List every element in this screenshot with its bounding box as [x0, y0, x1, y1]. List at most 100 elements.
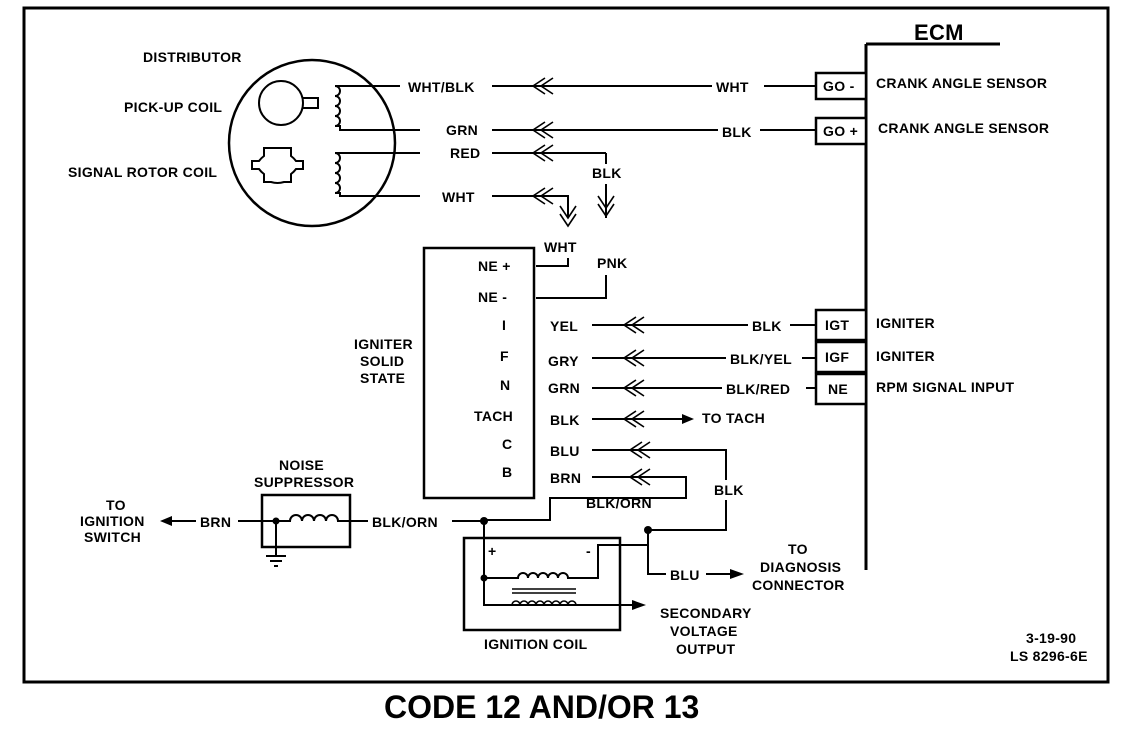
wire-label-pnk: PNK: [597, 255, 627, 271]
wire-wht-rotor: [492, 195, 569, 218]
pickup-tab: [303, 97, 319, 109]
label-bg: [722, 379, 806, 399]
ecm-pin-box-go-minus: [814, 71, 868, 101]
igniter-pin-ne-minus: NE -: [478, 289, 507, 305]
wire-label-brn: BRN: [550, 470, 581, 486]
to-ignition-2: IGNITION: [80, 513, 145, 529]
wire-label-igt-blk: BLK: [752, 318, 782, 334]
wire-label-red: RED: [450, 145, 480, 161]
ecm-pin-go-minus: GO -: [823, 78, 855, 94]
to-tach-label: TO TACH: [702, 410, 765, 426]
wire-label-yel: YEL: [550, 318, 578, 334]
connector-wht-down: [559, 205, 577, 228]
to-diagnosis-2: DIAGNOSIS: [760, 559, 841, 575]
ecm-pin-box-igt: [814, 308, 868, 342]
connector-ne: [622, 379, 645, 397]
connector-igf: [622, 349, 645, 367]
to-ignition-1: TO: [106, 497, 126, 513]
label-bg: [196, 512, 238, 530]
suppressor-coil: [262, 514, 350, 522]
wire-label-wht-blk: WHT/BLK: [408, 79, 475, 95]
to-ignition-3: SWITCH: [84, 529, 141, 545]
connector-tach: [622, 410, 645, 428]
ecm-pin-go-plus: GO +: [823, 123, 858, 139]
igniter-pin-c: C: [502, 436, 512, 452]
coil-secondary: [511, 600, 577, 606]
arrow-diag: [730, 569, 744, 579]
ecm-pin-box-igf: [814, 340, 868, 374]
ecm-desc-go-plus: CRANK ANGLE SENSOR: [878, 120, 1049, 136]
wire-label-blk-coil: BLK: [714, 482, 744, 498]
noise-suppressor-label-1: NOISE: [279, 457, 324, 473]
diagram-caption: CODE 12 AND/OR 13: [384, 689, 699, 725]
connector-blk-rotor: [597, 195, 615, 218]
wire-label-brn-switch: BRN: [200, 514, 231, 530]
connector-c: [628, 441, 651, 459]
wire-label-tach-blk: BLK: [550, 412, 580, 428]
igniter-pin-f: F: [500, 348, 509, 364]
igniter-label-2: SOLID: [360, 353, 404, 369]
distributor-leads: [335, 85, 420, 197]
secondary-label-3: OUTPUT: [676, 641, 735, 657]
coil-minus-label: -: [586, 543, 591, 559]
igniter-pin-b: B: [502, 464, 512, 480]
ref-code: LS 8296-6E: [1010, 648, 1088, 664]
ecm-desc-igt: IGNITER: [876, 315, 935, 331]
wire-label-blk-yel: BLK/YEL: [730, 351, 792, 367]
ignition-coil-box: [462, 536, 622, 632]
distributor-housing: [227, 58, 397, 228]
wire-wht-ne: [536, 258, 569, 267]
ecm-desc-go-minus: CRANK ANGLE SENSOR: [876, 75, 1047, 91]
label-bg: [712, 76, 764, 96]
wire-blu-c: [592, 449, 727, 531]
ecm-desc-ne: RPM SIGNAL INPUT: [876, 379, 1014, 395]
igniter-pin-ne-plus: NE +: [478, 258, 511, 274]
igniter-label-3: STATE: [360, 370, 405, 386]
label-bg: [718, 121, 760, 141]
pickup-coil-label: PICK-UP COIL: [124, 99, 222, 115]
wire-coil-plus: [483, 521, 640, 606]
coil-plus-label: +: [488, 543, 496, 559]
to-diagnosis-3: CONNECTOR: [752, 577, 845, 593]
label-bg: [710, 480, 750, 500]
wire-label-gry: GRY: [548, 353, 579, 369]
ecm-label: ECM: [914, 20, 964, 45]
wire-pnk: [536, 275, 607, 299]
connector-wht-rotor: [531, 187, 554, 205]
wire-label-blu-diag: BLU: [670, 567, 700, 583]
wire-label-grn-n: GRN: [548, 380, 580, 396]
ecm-pin-igf: IGF: [825, 349, 849, 365]
igniter-label-1: IGNITER: [354, 336, 413, 352]
ignition-coil-label: IGNITION COIL: [484, 636, 588, 652]
arrow-to-switch: [160, 516, 172, 526]
label-bg: [726, 349, 802, 369]
wire-label-blu: BLU: [550, 443, 580, 459]
secondary-label-1: SECONDARY: [660, 605, 752, 621]
pickup-rotor: [258, 80, 304, 126]
wire-label-blk-red: BLK/RED: [726, 381, 790, 397]
pickup-coil-winding: [334, 85, 341, 127]
igniter-pin-n: N: [500, 377, 510, 393]
wire-blu-diag: [647, 530, 738, 575]
ecm-desc-igf: IGNITER: [876, 348, 935, 364]
arrow-to-tach: [682, 414, 694, 424]
wire-label-wht-rotor: WHT: [442, 189, 475, 205]
wire-label-wht-ne: WHT: [544, 239, 577, 255]
diagram-frame: [22, 6, 1110, 684]
rotor-coil-winding: [334, 152, 341, 194]
signal-rotor-coil-label: SIGNAL ROTOR COIL: [68, 164, 217, 180]
ecm-pin-box-ne: [814, 372, 868, 406]
wire-label-blk-orn-main: BLK/ORN: [372, 514, 438, 530]
label-bg: [666, 565, 706, 583]
arrow-secondary: [632, 600, 646, 610]
signal-rotor: [251, 147, 304, 184]
secondary-label-2: VOLTAGE: [670, 623, 738, 639]
noise-suppressor-label-2: SUPPRESSOR: [254, 474, 354, 490]
wire-label-wht: WHT: [716, 79, 749, 95]
date-code: 3-19-90: [1026, 630, 1076, 646]
ground-symbol: [266, 521, 286, 567]
igniter-pin-tach: TACH: [474, 408, 513, 424]
connector-igt: [622, 316, 645, 334]
connector-go-plus: [531, 121, 554, 139]
